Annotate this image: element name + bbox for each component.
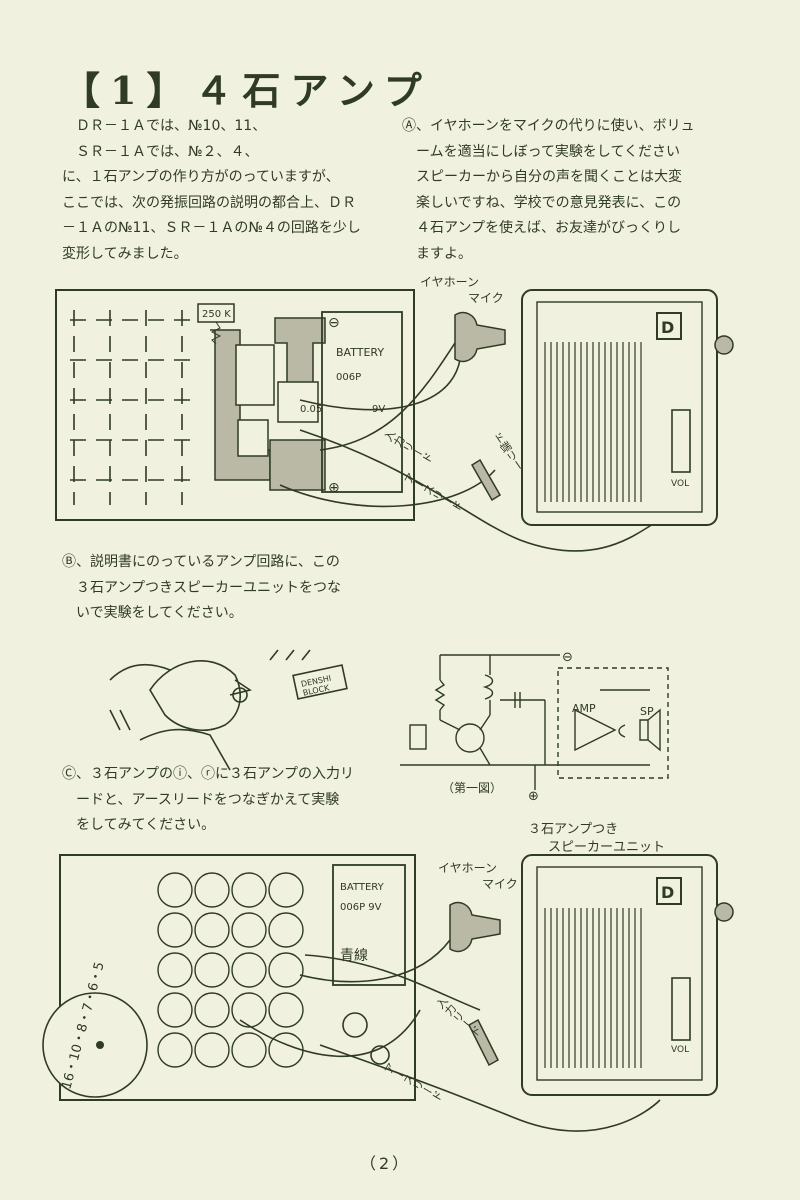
section-c-paragraph: Ⓒ、３石アンプのⓘ、ⓡに３石アンプの入力リ ードと、アースリードをつなぎかえて実…: [62, 766, 355, 833]
intro-paragraph: ＤＲ－１Ａでは、№10、11、 ＳＲ－１Ａでは、№２、４、 に、１石アンプの作り…: [62, 118, 361, 262]
microphone-label: マイク: [468, 291, 504, 305]
minus-terminal: ⊖: [328, 315, 340, 331]
battery-label: BATTERY: [336, 346, 384, 359]
capacitor-label: 0.05: [300, 404, 322, 415]
page-title: 【1】４石アンプ: [62, 68, 432, 113]
battery-type: 006P: [336, 372, 361, 383]
earphone-label: イヤホーン: [420, 275, 479, 289]
plus-terminal: ⊕: [328, 480, 340, 496]
brand-logo-icon: D: [661, 318, 674, 337]
unit-label-line-2: スピーカーユニット: [548, 840, 666, 855]
unit-label-line-1: ３石アンプつき: [528, 822, 619, 837]
resistor-label: 250 K: [202, 309, 231, 320]
volume-knob-icon: [714, 335, 734, 355]
page-number: （2）: [360, 1154, 412, 1173]
section-a-paragraph: Ⓐ、イヤホーンをマイクの代りに使い、ボリュ ームを適当にしぼって実験をしてくださ…: [402, 118, 695, 262]
section-b-paragraph: Ⓑ、説明書にのっているアンプ回路に、この ３石アンプつきスピーカーユニットをつな…: [62, 554, 342, 621]
vol-label: VOL: [671, 479, 689, 489]
